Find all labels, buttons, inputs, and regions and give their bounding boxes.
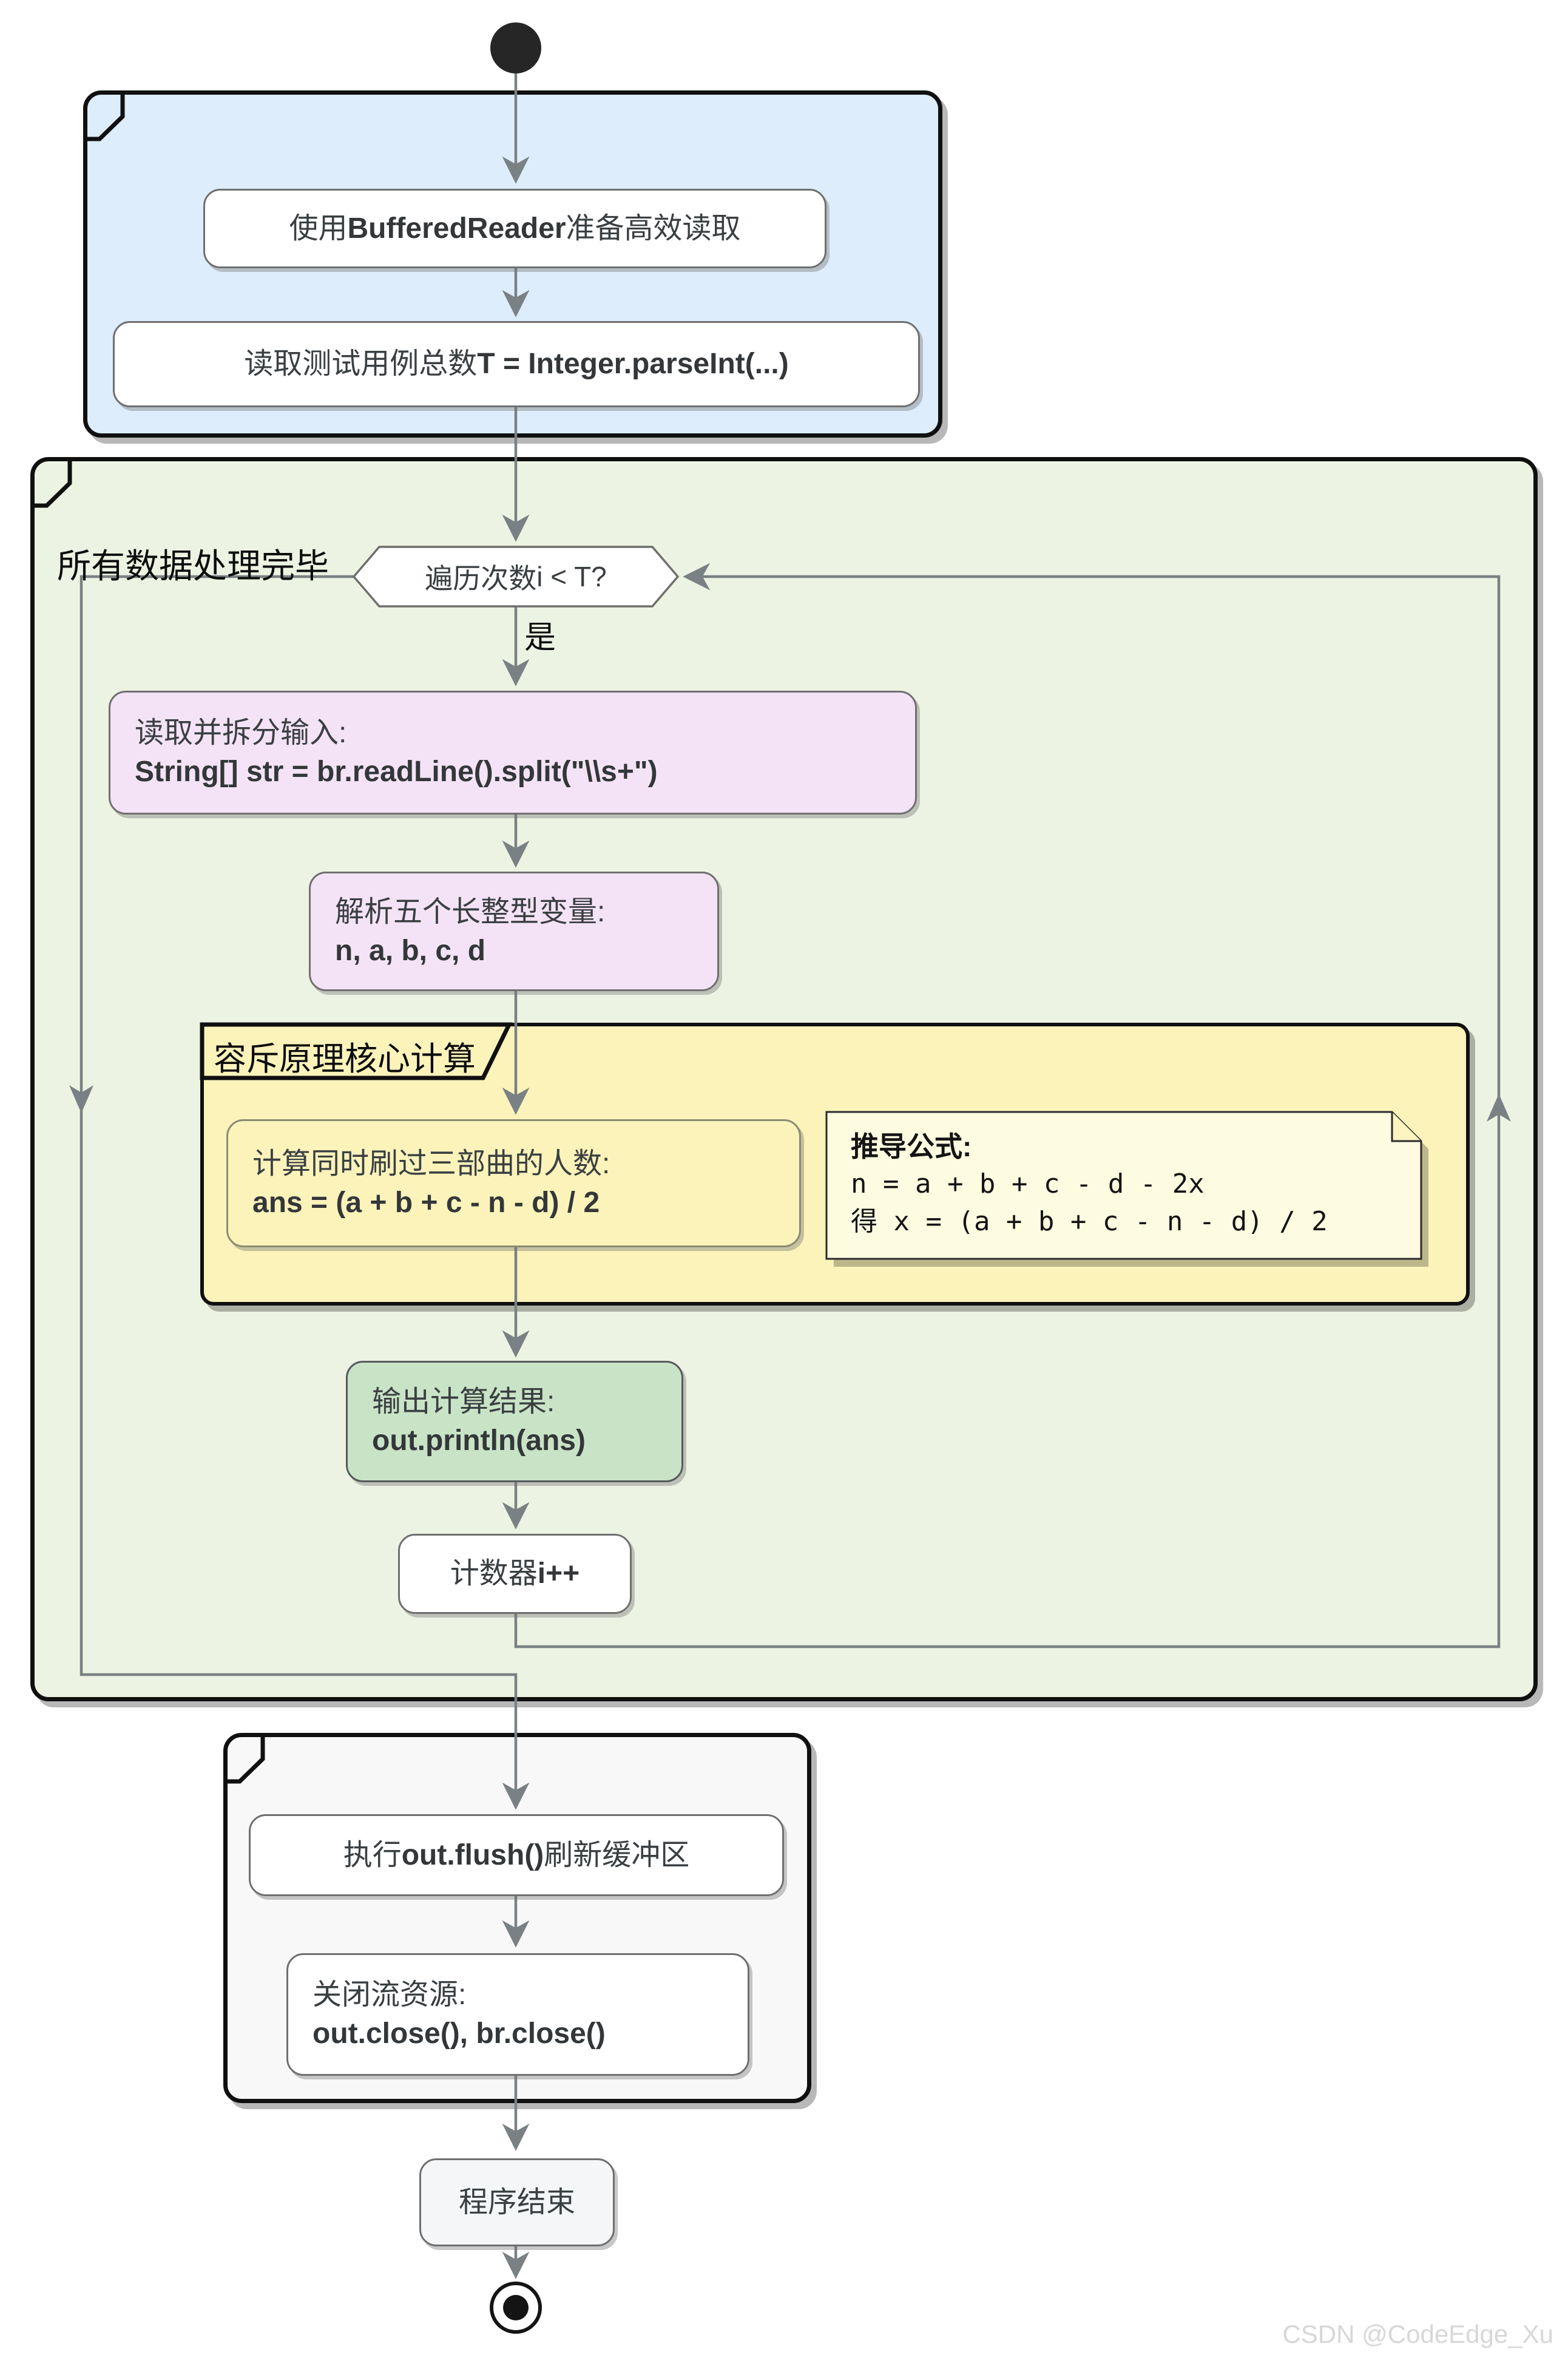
activity-text: 程序结束 bbox=[458, 2186, 575, 2218]
activity-code: ans = (a + b + c - n - d) / 2 bbox=[252, 1186, 600, 1219]
activity-code: out.flush() bbox=[401, 1838, 544, 1871]
edge-loop-back bbox=[514, 563, 1501, 1649]
condition-text: 遍历次数 bbox=[425, 563, 537, 594]
activity-end-box: 程序结束 bbox=[419, 2158, 615, 2246]
activity-text: 读取并拆分输入: bbox=[135, 717, 347, 749]
activity-text: 执行 bbox=[343, 1838, 402, 1871]
loop-condition-hexagon bbox=[352, 546, 680, 608]
activity-counter: 计数器 i++ bbox=[398, 1534, 632, 1614]
note-formula-1: n = a + b + c - d - 2x bbox=[851, 1168, 1205, 1199]
activity-text: 刷新缓冲区 bbox=[544, 1838, 690, 1871]
setup-fold-corner-icon bbox=[86, 93, 125, 141]
note-title: 推导公式: bbox=[851, 1131, 972, 1162]
activity-text: 计数器 bbox=[450, 1557, 538, 1590]
calc-partition-title: 容斥原理核心计算 bbox=[214, 1041, 476, 1077]
activity-code: out.close(), br.close() bbox=[313, 2018, 606, 2050]
activity-calc-ans: 计算同时刷过三部曲的人数: ans = (a + b + c - n - d) … bbox=[226, 1119, 801, 1247]
cleanup-fold-corner-icon bbox=[226, 1735, 265, 1784]
activity-text: 关闭流资源: bbox=[313, 1979, 467, 2011]
activity-text: 使用 bbox=[289, 212, 348, 245]
loop-exit-down-arrowhead bbox=[69, 1085, 93, 1113]
calc-partition-tab bbox=[200, 1022, 513, 1080]
activity-flush: 执行 out.flush() 刷新缓冲区 bbox=[249, 1814, 784, 1896]
formula-note: 推导公式: n = a + b + c - d - 2x 得 x = (a + … bbox=[851, 1128, 1328, 1241]
loop-exit-edge-label: 所有数据处理完毕 bbox=[57, 547, 329, 585]
watermark: CSDN @CodeEdge_Xu bbox=[1282, 2320, 1553, 2348]
loop-fold-corner-icon bbox=[33, 459, 72, 508]
activity-prepare-reader: 使用 BufferedReader 准备高效读取 bbox=[203, 189, 826, 268]
note-formula-2: 得 x = (a + b + c - n - d) / 2 bbox=[851, 1206, 1328, 1237]
activity-read-split: 读取并拆分输入: String[] str = br.readLine().sp… bbox=[109, 691, 917, 815]
loop-back-up-arrowhead bbox=[1487, 1094, 1511, 1122]
edge-loop-exit bbox=[79, 575, 530, 1810]
activity-code: T = Integer.parseInt(...) bbox=[477, 348, 789, 380]
activity-text: 计算同时刷过三部曲的人数: bbox=[252, 1147, 610, 1180]
activity-close-streams: 关闭流资源: out.close(), br.close() bbox=[286, 1953, 749, 2076]
loop-condition-label: 遍历次数 i < T? bbox=[354, 547, 678, 606]
activity-code: String[] str = br.readLine().split("\\s+… bbox=[135, 756, 658, 788]
activity-parse-vars: 解析五个长整型变量: n, a, b, c, d bbox=[309, 872, 719, 991]
condition-code: i < T? bbox=[536, 561, 607, 592]
activity-print-result: 输出计算结果: out.println(ans) bbox=[346, 1361, 683, 1482]
activity-code: out.println(ans) bbox=[372, 1425, 586, 1457]
activity-code: n, a, b, c, d bbox=[335, 934, 486, 967]
activity-text: 读取测试用例总数 bbox=[244, 348, 478, 380]
start-node-icon bbox=[490, 22, 541, 73]
activity-code: BufferedReader bbox=[347, 212, 566, 245]
activity-text: 准备高效读取 bbox=[566, 212, 741, 245]
activity-read-total: 读取测试用例总数 T = Integer.parseInt(...) bbox=[113, 321, 920, 407]
formula-note-shape bbox=[825, 1111, 1428, 1267]
activity-text: 解析五个长整型变量: bbox=[335, 895, 606, 928]
activity-text: 输出计算结果: bbox=[372, 1386, 555, 1418]
activity-code: i++ bbox=[537, 1557, 580, 1590]
loop-yes-edge-label: 是 bbox=[524, 620, 556, 656]
end-node-icon bbox=[490, 2282, 542, 2334]
